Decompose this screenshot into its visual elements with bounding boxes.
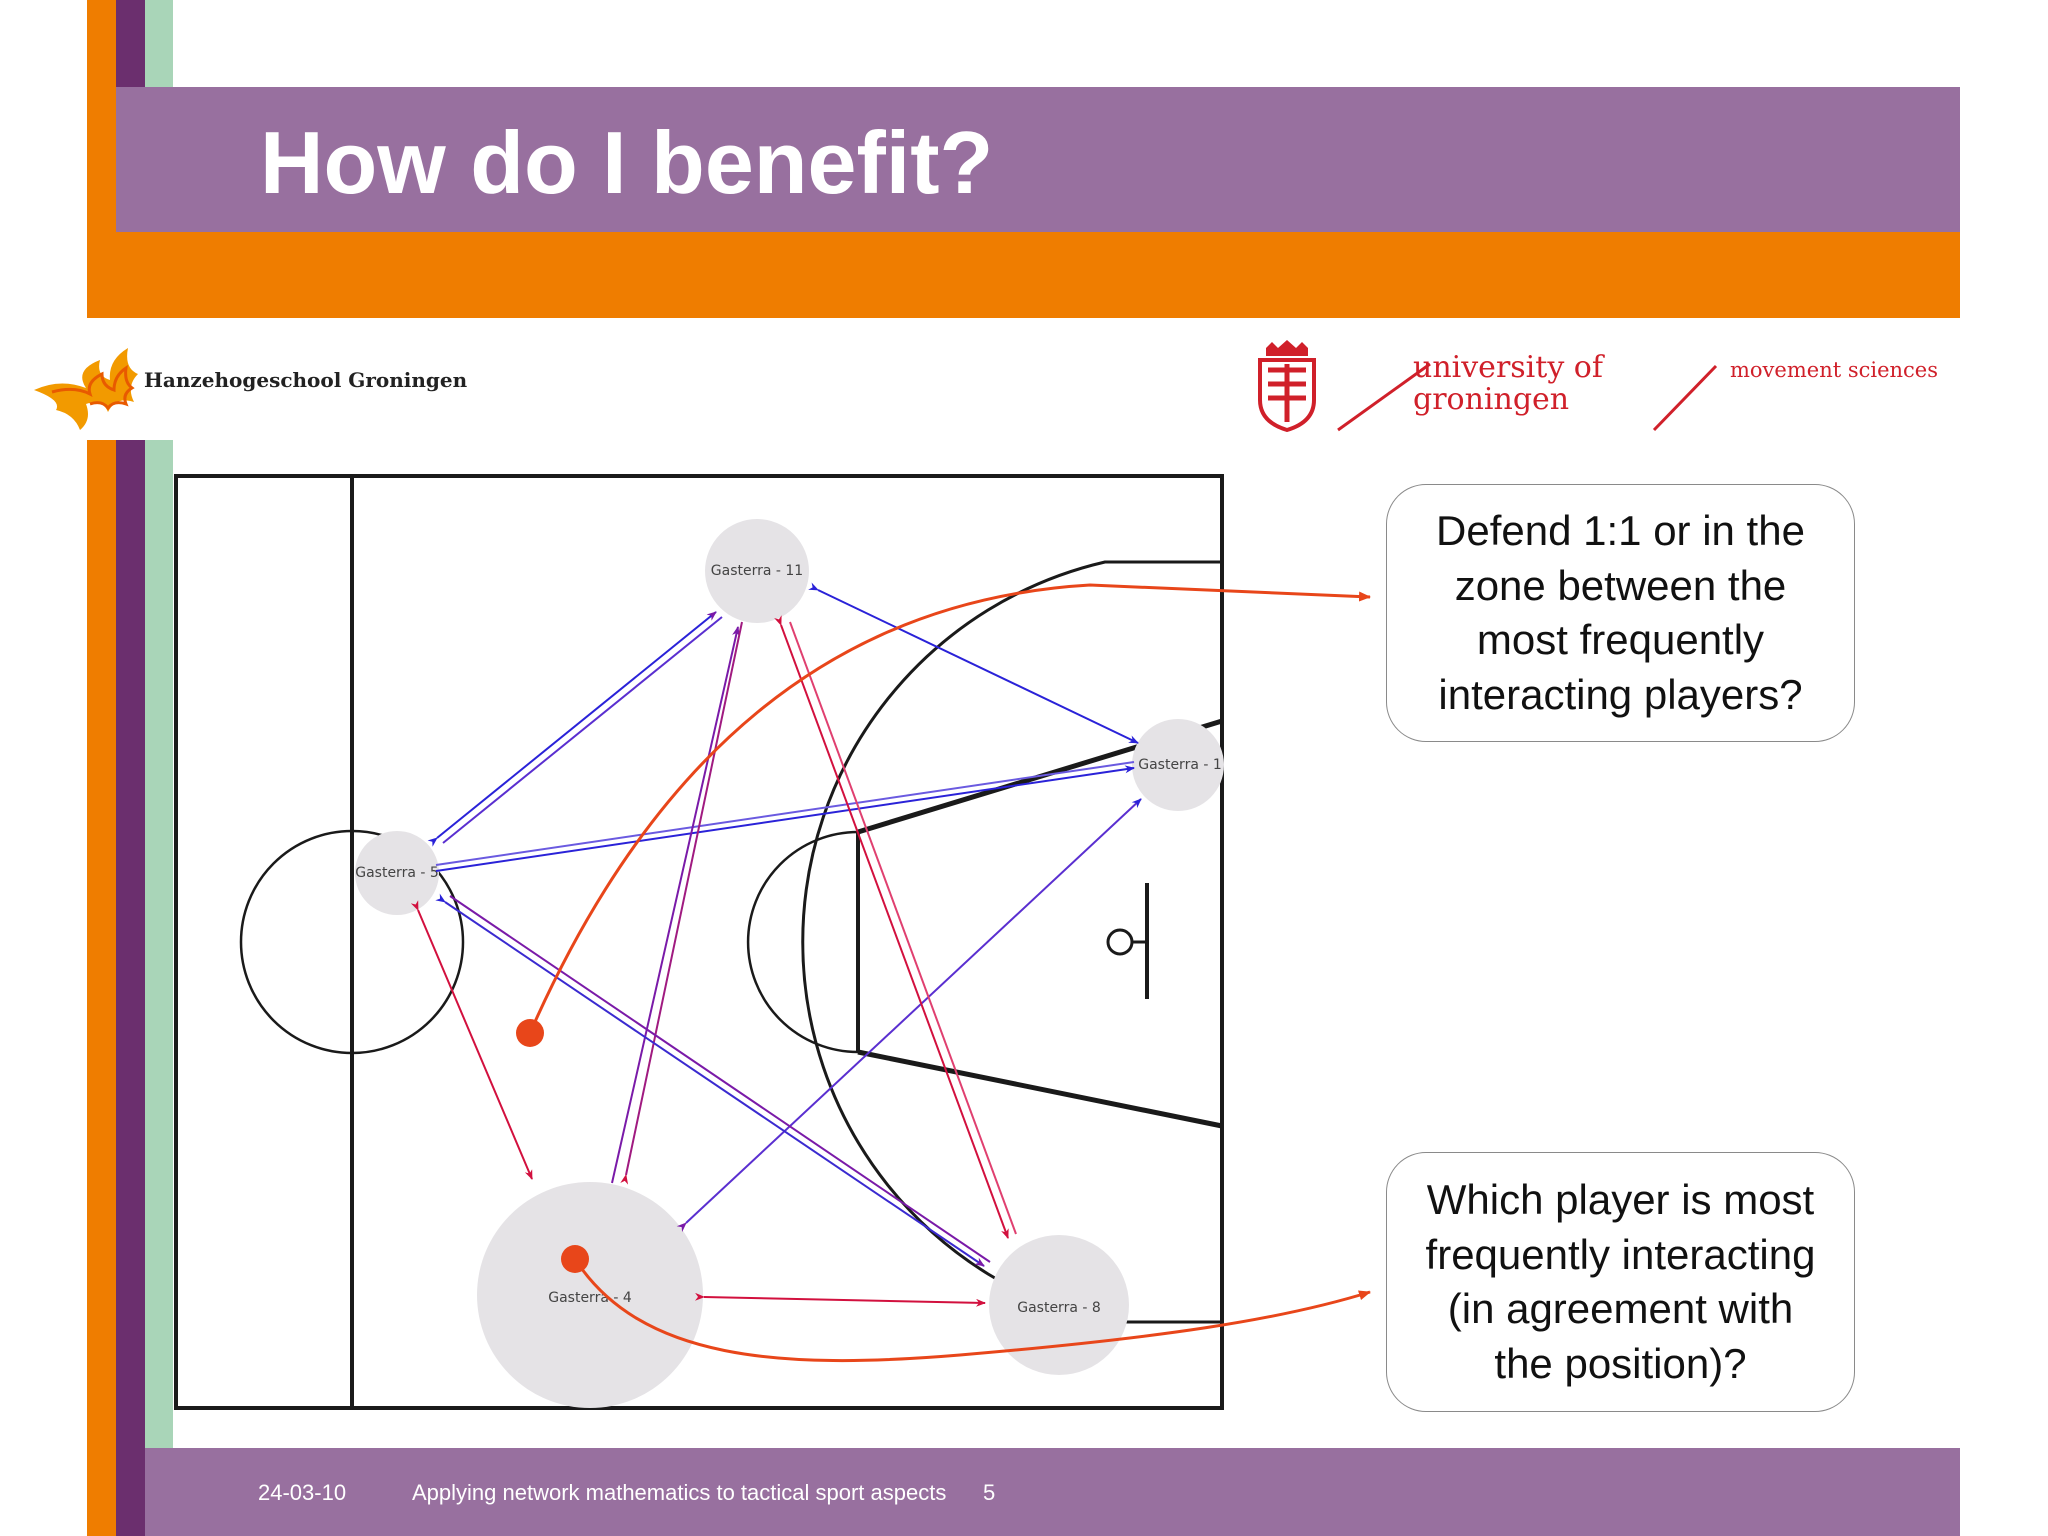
- node-circle-1: [1132, 719, 1224, 811]
- red-slash-divider-icon: [1337, 362, 1431, 432]
- node-label-1: Gasterra - 1: [1138, 757, 1222, 773]
- accent-stripe-purple-lower: [116, 440, 145, 1536]
- node-label-5: Gasterra - 5: [355, 865, 439, 881]
- callout-arrow-bottom: [573, 1258, 1371, 1363]
- footer-band: [145, 1448, 1960, 1536]
- edge-11-8: [774, 615, 1009, 1239]
- edge-5-8-b: [449, 895, 991, 1263]
- accent-stripe-green-lower: [145, 440, 173, 1448]
- red-slash-divider-icon: [1652, 364, 1718, 432]
- callout-line: most frequently: [1476, 616, 1765, 663]
- edge-4-1: [676, 798, 1142, 1233]
- rug-crest-logo-icon: [1258, 340, 1316, 432]
- rug-logo-line-1: university of: [1413, 350, 1603, 385]
- edge-11-1: [808, 582, 1139, 744]
- node-label-4: Gasterra - 4: [548, 1290, 632, 1306]
- callout-line: frequently interacting: [1425, 1230, 1816, 1278]
- rug-logo-line-2: groningen: [1413, 382, 1570, 417]
- hanze-flame-logo-icon: [34, 348, 138, 430]
- rim: [1106, 928, 1134, 956]
- player-nodes: Gasterra - 11 Gasterra - 1 Gasterra - 5 …: [355, 519, 1224, 1408]
- orange-band: [87, 232, 1960, 318]
- edge-5-8: [435, 893, 985, 1267]
- movement-sciences-logo-text: movement sciences: [1730, 358, 1939, 382]
- callout-line: interacting players?: [1438, 670, 1803, 718]
- edge-4-11: [611, 626, 740, 1184]
- interaction-edges: [410, 582, 1142, 1307]
- callout-defend-zone: Defend 1:1 or in the zone between the mo…: [1386, 484, 1855, 742]
- edge-4-8: [694, 1292, 986, 1307]
- edge-11-8-b: [789, 621, 1017, 1235]
- node-label-8: Gasterra - 8: [1017, 1300, 1101, 1316]
- edge-5-1-b: [435, 761, 1135, 866]
- title-band: [116, 87, 1960, 232]
- court-boundary: [174, 474, 1224, 1410]
- callout-arrow-top: [528, 583, 1371, 1034]
- callout-line: Which player is most: [1426, 1176, 1815, 1223]
- node-label-11: Gasterra - 11: [711, 563, 803, 579]
- edge-5-11-b: [442, 616, 723, 844]
- three-point-arc: [801, 560, 1222, 1324]
- callout-dot-top: [516, 1019, 544, 1047]
- logo-strip: [0, 318, 1960, 440]
- edge-5-4: [410, 900, 533, 1180]
- callout-most-interacting-player: Which player is most frequently interact…: [1386, 1152, 1855, 1412]
- edge-11-4: [620, 621, 743, 1185]
- node-circle-5: [355, 831, 439, 915]
- page-title: How do I benefit?: [260, 113, 994, 212]
- footer-date: 24-03-10: [258, 1480, 347, 1505]
- callout-line: (in agreement with: [1447, 1285, 1794, 1332]
- edge-5-1: [435, 765, 1135, 872]
- callout-dot-bottom: [561, 1245, 589, 1273]
- footer-title: Applying network mathematics to tactical…: [412, 1480, 947, 1505]
- rug-logo-text: university of groningen: [1413, 352, 1603, 416]
- callout-line: Defend 1:1 or in the: [1436, 507, 1805, 554]
- callout-arrows: [516, 583, 1371, 1363]
- callout-line: zone between the: [1454, 561, 1787, 609]
- node-circle-8: [989, 1235, 1129, 1375]
- accent-stripe-orange-lower: [87, 440, 116, 1536]
- callout-line: the position)?: [1494, 1339, 1747, 1387]
- edge-5-11: [427, 611, 717, 847]
- node-circle-11: [705, 519, 809, 623]
- page-number: 5: [983, 1480, 996, 1505]
- hanze-logo-text: Hanzehogeschool Groningen: [144, 368, 468, 392]
